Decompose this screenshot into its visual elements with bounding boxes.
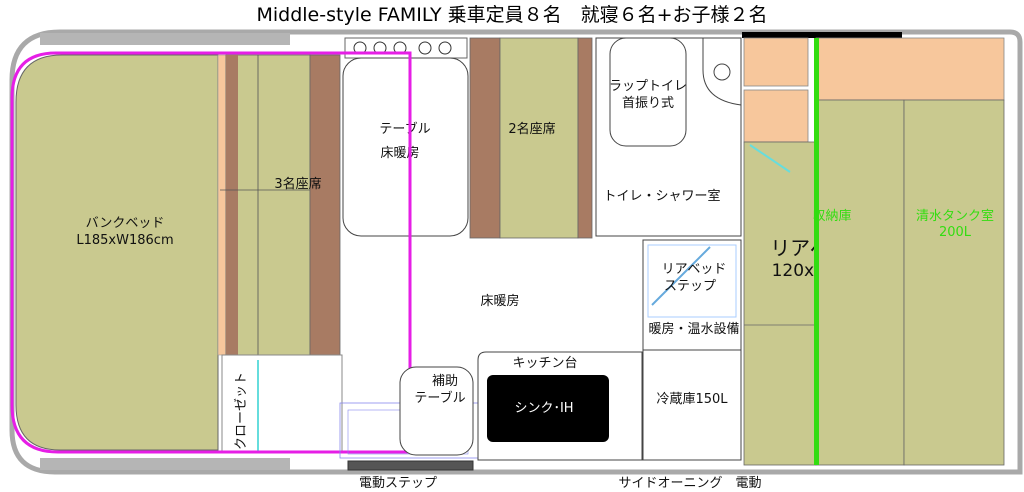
plan-title: Middle-style FAMILY 乗車定員８名 就寝６名+お子様２名	[256, 4, 767, 26]
aux-table-label-2: テーブル	[414, 390, 465, 406]
seat3-backrest	[309, 54, 341, 356]
sink-ih	[487, 375, 609, 442]
water-tank-label-2: 200L	[939, 225, 972, 240]
burner-knob-4	[418, 41, 432, 55]
cab-band-top	[40, 33, 290, 45]
sink-ih-label: シンク･IH	[514, 401, 573, 416]
heating-water-box	[642, 239, 742, 351]
wrap-toilet-label-1: ラップトイレ	[609, 79, 687, 94]
rear-step-diagonal	[651, 246, 711, 306]
closet	[221, 354, 343, 453]
water-tank-room	[903, 99, 1005, 466]
electric-step-label: 電動ステップ	[359, 476, 437, 491]
wrap-toilet	[609, 37, 687, 147]
rear-bed-hatch	[749, 144, 791, 173]
rear-top-bar	[742, 32, 902, 38]
storage-label: 収納庫	[812, 209, 851, 224]
rear-step-label-2: ステップ	[664, 279, 716, 294]
water-tank-label-1: 清水タンク室	[916, 208, 994, 224]
table-label: テーブル	[379, 121, 430, 137]
heating-water-label: 暖房・温水設備	[648, 321, 739, 337]
rear-bed	[743, 141, 817, 466]
rear-step-inner	[647, 244, 737, 318]
dining-table	[342, 57, 469, 237]
bunk-edge-strip	[217, 54, 227, 356]
cab-band-bottom	[40, 458, 290, 470]
seat2-label: 2名座席	[508, 121, 555, 137]
toilet-shower-label: トイレ・シャワー室	[603, 188, 720, 204]
seat2-side	[577, 37, 593, 239]
rear-step-label-1: リアベッド	[662, 262, 727, 277]
storage-box-1	[743, 37, 809, 87]
floor-heat-label: 床暖房	[480, 293, 519, 309]
aux-table-label-1: 補助	[432, 374, 458, 389]
fridge-label: 冷蔵庫150L	[656, 392, 728, 407]
electric-step-bar	[347, 460, 474, 471]
storage-compartment	[815, 99, 905, 466]
fridge-box	[642, 349, 742, 461]
bunk-bed-size: L185xW186cm	[76, 233, 173, 248]
bunk-bed-label: バンクベッド	[86, 216, 165, 231]
burner-knob-5	[438, 41, 452, 55]
seat3-cushion	[225, 54, 311, 356]
closet-label: クローゼット	[234, 372, 249, 450]
storage-top-band	[815, 37, 1005, 101]
bunk-bed	[15, 54, 219, 451]
seat3-label: 3名座席	[274, 176, 321, 192]
basin-drain	[713, 63, 731, 81]
wrap-toilet-label-2: 首振り式	[622, 96, 674, 111]
table-heat-label: 床暖房	[380, 145, 419, 161]
storage-box-2	[743, 89, 809, 143]
seat2-cushion	[499, 37, 579, 239]
green-divider	[814, 38, 819, 465]
kitchen-label: キッチン台	[512, 356, 577, 371]
side-awning-label: サイドオーニング 電動	[618, 476, 761, 491]
aux-table	[399, 366, 474, 456]
seat2-backrest	[469, 37, 501, 239]
bunk-outline	[10, 51, 412, 454]
seat3-bolster	[226, 55, 238, 355]
